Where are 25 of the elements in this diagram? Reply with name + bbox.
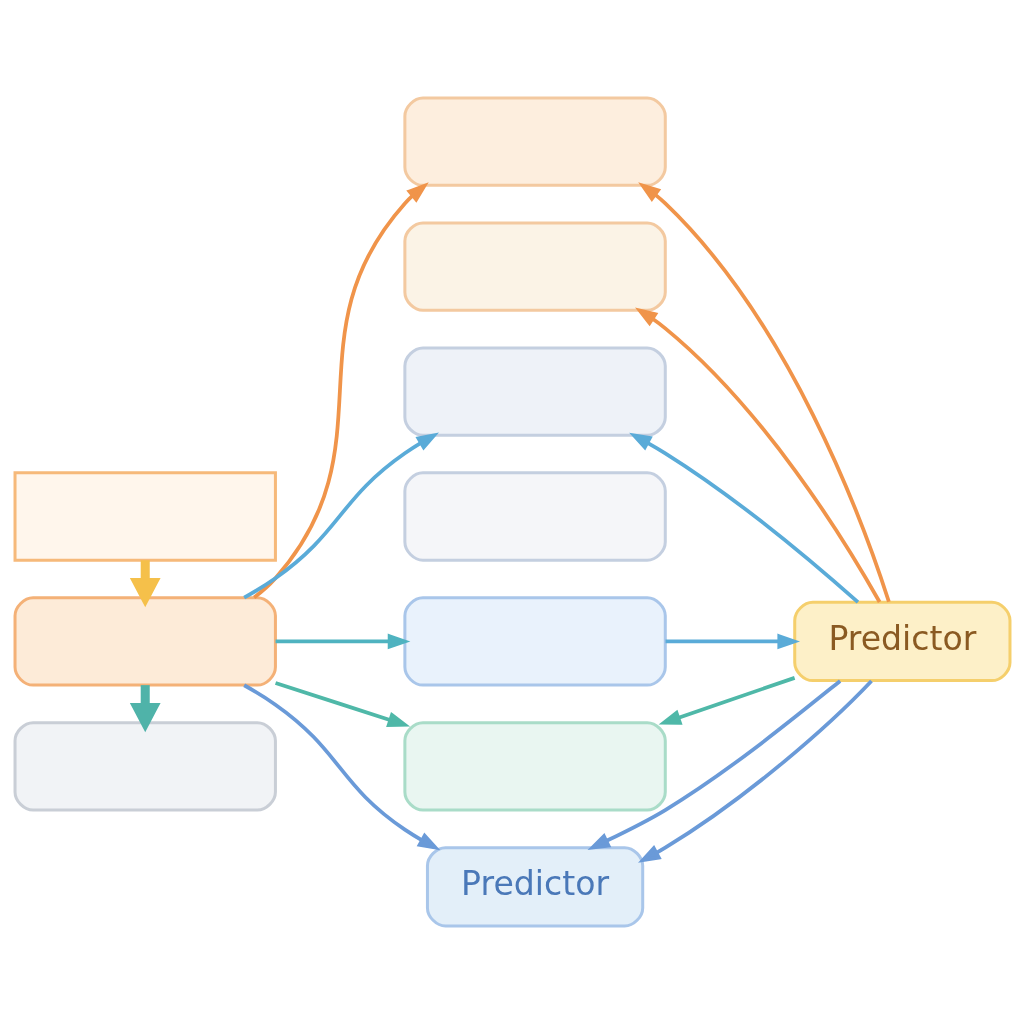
arrow xyxy=(275,633,410,650)
node-box xyxy=(402,471,667,562)
arrow xyxy=(242,683,440,851)
node-box xyxy=(402,346,667,437)
node-box xyxy=(13,596,277,687)
arrow xyxy=(129,685,161,733)
arrow xyxy=(665,633,800,650)
node-box: Predictor xyxy=(792,600,1011,683)
node-box xyxy=(402,221,667,312)
arrow xyxy=(587,679,841,850)
arrow xyxy=(274,681,410,728)
arrow xyxy=(242,432,439,600)
node-box xyxy=(402,721,667,812)
node-bar xyxy=(13,471,277,562)
node-box: Predictor xyxy=(425,846,644,928)
node-box xyxy=(402,596,667,687)
arrow xyxy=(628,432,859,604)
arrow xyxy=(634,307,881,603)
arrow xyxy=(637,679,873,863)
arrow xyxy=(637,182,891,603)
node-box xyxy=(13,721,277,812)
node-box xyxy=(402,96,667,187)
arrow xyxy=(129,560,161,608)
arrow xyxy=(658,676,795,725)
arrow xyxy=(252,182,429,599)
